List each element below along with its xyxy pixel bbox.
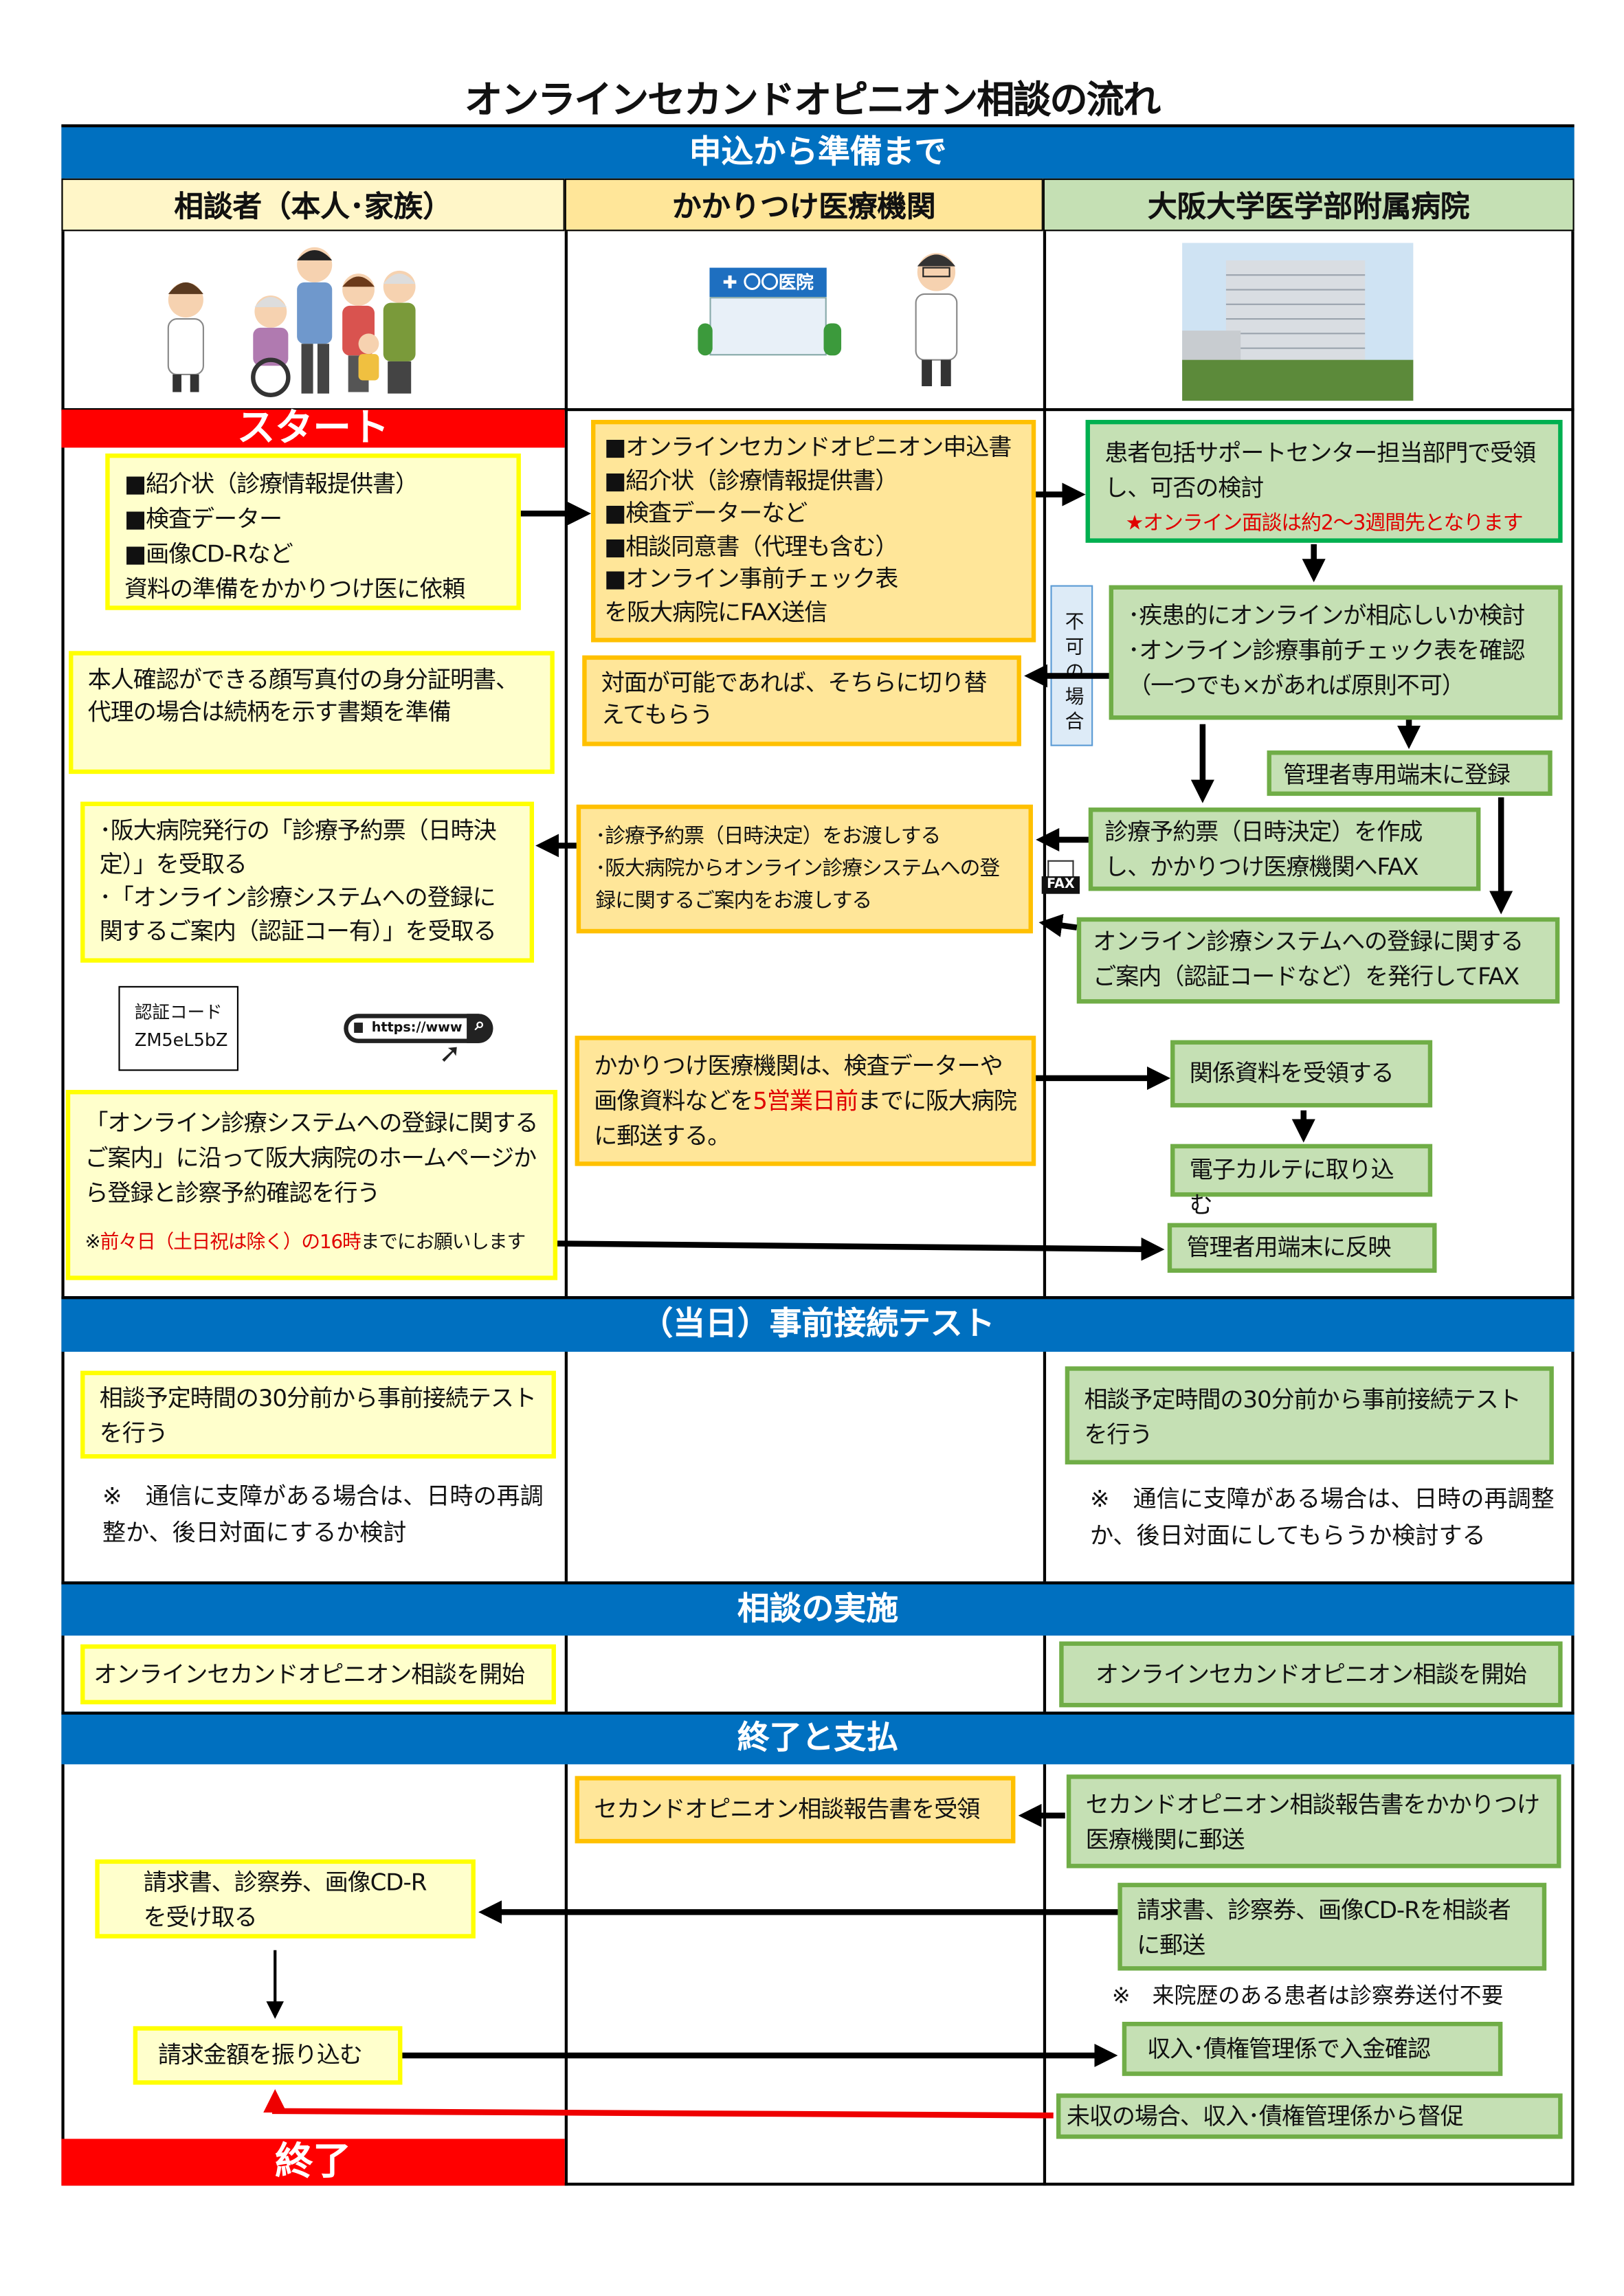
deadline-note: ※前々日（土日祝は除く）の16時までにお願いします: [85, 1226, 538, 1261]
consultee-receive-box: ･阪大病院発行の「診療予約票（日時決定）」を受取る･「オンライン診療システムへの…: [80, 801, 535, 963]
family-illustration: [167, 247, 416, 397]
section-header-finish: 終了と支払: [61, 1711, 1575, 1765]
wheelchair-elder-icon: [251, 296, 291, 397]
clinic-mail-data-box: かかりつけ医療機関は、検査データーや画像資料などを5営業日前までに阪大病院に郵送…: [575, 1036, 1036, 1166]
cursor-icon: ➚: [438, 1038, 461, 1070]
clinic-building-icon: [709, 297, 827, 356]
clinic-illustration: ✚ 〇〇医院: [698, 267, 842, 361]
box-line: ■紹介状（診療情報提供書）: [604, 466, 898, 494]
hospital-receive-box: 患者包括サポートセンター担当部門で受領し、可否の検討 ★オンライン面談は約2〜3…: [1085, 419, 1563, 543]
invoice-mail-box: 請求書、診察券、画像CD-Rを相談者に郵送: [1117, 1882, 1547, 1971]
reservation-fax-box: 診療予約票（日時決定）を作成し、かかりつけ医療機関へFAX: [1088, 807, 1481, 891]
page-title: オンラインセカンドオピニオン相談の流れ: [464, 78, 1161, 123]
box-line: 資料の準備をかかりつけ医に依頼: [124, 575, 465, 603]
box-text: 患者包括サポートセンター担当部門で受領し、可否の検討: [1104, 438, 1536, 502]
section-header-test: （当日）事前接続テスト: [61, 1296, 1575, 1352]
hospital-test-note: ※ 通信に支障がある場合は、日時の再調整か、後日対面にしてもらうか検討する: [1089, 1484, 1555, 1550]
dunning-box: 未収の場合、収入･債権管理係から督促: [1056, 2093, 1563, 2139]
url-text: https://www: [371, 1021, 463, 1036]
note-suffix: までにお願いします: [360, 1231, 526, 1254]
box-line: ■オンライン事前チェック表: [604, 564, 898, 593]
payment-confirm-box: 収入･債権管理係で入金確認: [1122, 2022, 1503, 2076]
ekarte-import-box: 電子カルテに取り込む: [1170, 1144, 1433, 1218]
box-line: ･阪大病院からオンライン診療システムへの登録に関するご案内をお渡しする: [595, 857, 1000, 913]
invoice-receive-box: 請求書、診察券、画像CD-Rを受け取る: [95, 1859, 476, 1939]
end-label: 終了: [61, 2139, 565, 2186]
box-line: ■紹介状（診療情報提供書）: [124, 469, 419, 498]
box-line: ･「オンライン診療システムへの登録に関するご案内（認証コー有）」を受取る: [99, 883, 497, 946]
box-line: ･診療予約票（日時決定）をお渡しする: [595, 825, 941, 849]
schedule-note: ★オンライン面談は約2〜3週間先となります: [1125, 512, 1524, 536]
box-line: ･オンライン診療事前チェック表を確認: [1128, 636, 1525, 665]
box-line: （一つでも×があれば原則不可）: [1128, 671, 1465, 700]
receive-materials-box: 関係資料を受領する: [1170, 1040, 1433, 1108]
box-line: を阪大病院にFAX送信: [604, 597, 827, 626]
hospital-start-box: オンラインセカンドオピニオン相談を開始: [1059, 1641, 1563, 1708]
consultee-materials-box: ■紹介状（診療情報提供書） ■検査データー ■画像CD-Rなど資料の準備をかかりつけ…: [105, 453, 521, 610]
text: かかりつけ医療機関は、検査データーや画像資料などを: [594, 1051, 1003, 1115]
section-header-consult: 相談の実施: [61, 1581, 1575, 1636]
tree-icon: [698, 323, 713, 356]
box-line: ■画像CD-Rなど: [124, 539, 293, 568]
box-line: ･阪大病院発行の「診療予約票（日時決定）」を受取る: [99, 816, 497, 878]
url-bar-icon: https://www ⌕: [344, 1014, 493, 1043]
tree-icon: [823, 323, 842, 356]
admin-terminal-reflect-box: 管理者用端末に反映: [1167, 1223, 1437, 1273]
column-header-hospital: 大阪大学医学部附属病院: [1043, 178, 1575, 232]
box-line: ･疾患的にオンラインが相応しいか検討: [1128, 601, 1525, 629]
doctor-illustration: [915, 253, 958, 387]
section-header-prep: 申込から準備まで: [61, 124, 1575, 179]
doctor-icon: [167, 282, 204, 392]
clinic-handover-box: ･診療予約票（日時決定）をお渡しする ･阪大病院からオンライン診療システムへの登録…: [576, 804, 1033, 934]
consultee-start-box: オンラインセカンドオピニオン相談を開始: [80, 1644, 556, 1705]
deadline-highlight: 前々日（土日祝は除く）の16時: [100, 1231, 361, 1254]
switch-to-inperson-box: 対面が可能であれば、そちらに切り替えてもらう: [582, 655, 1021, 746]
admin-terminal-register-box: 管理者専用端末に登録: [1267, 750, 1553, 796]
start-label: スタート: [61, 410, 565, 448]
homepage-register-box: 「オンライン診療システムへの登録に関するご案内」に沿って阪大病院のホームページか…: [65, 1089, 558, 1280]
report-mail-box: セカンドオピニオン相談報告書をかかりつけ医療機関に郵送: [1066, 1774, 1561, 1869]
text: までに阪大病院に郵送する。: [594, 1086, 1017, 1150]
card-note: ※ 来院歴のある患者は診察券送付不要: [1111, 1982, 1504, 2009]
auth-code-card: 認証コード ZM5eL5bZ: [118, 985, 238, 1071]
auth-code-label: 認証コード: [134, 1002, 223, 1023]
consultee-test-note: ※ 通信に支障がある場合は、日時の再調整か、後日対面にするか検討: [102, 1482, 544, 1547]
column-divider: [1043, 231, 1046, 2186]
box-text: 「オンライン診療システムへの登録に関するご案内」に沿って阪大病院のホームページか…: [85, 1108, 538, 1207]
box-line: ■検査データーなど: [604, 498, 808, 527]
deadline-highlight: 5営業日前: [753, 1086, 858, 1115]
hospital-photo: [1182, 243, 1414, 401]
lock-icon: [354, 1023, 363, 1033]
row-divider: [61, 408, 1575, 411]
box-line: ■検査データー: [124, 504, 282, 533]
clinic-fax-documents-box: ■オンラインセカンドオピニオン申込書 ■紹介状（診療情報提供書） ■検査データーなど…: [591, 419, 1036, 643]
consultee-test-box: 相談予定時間の30分前から事前接続テストを行う: [80, 1370, 556, 1459]
search-icon: ⌕: [467, 1014, 493, 1043]
auth-code-value: ZM5eL5bZ: [134, 1029, 228, 1051]
column-header-consultee: 相談者（本人･家族）: [61, 178, 565, 232]
column-header-clinic: かかりつけ医療機関: [564, 178, 1043, 232]
report-receive-box: セカンドオピニオン相談報告書を受領: [575, 1776, 1016, 1844]
box-line: ■相談同意書（代理も含む）: [604, 531, 898, 560]
fax-label: FAX: [1041, 876, 1080, 894]
id-document-box: 本人確認ができる顔写真付の身分証明書、代理の場合は続柄を示す書類を準備: [69, 651, 555, 774]
hospital-check-box: ･疾患的にオンラインが相応しいか検討 ･オンライン診療事前チェック表を確認 （一つで…: [1109, 585, 1563, 720]
note-prefix: ※: [85, 1231, 100, 1254]
hospital-test-box: 相談予定時間の30分前から事前接続テストを行う: [1065, 1366, 1554, 1464]
box-line: ■オンラインセカンドオピニオン申込書: [604, 433, 1012, 461]
column-divider: [564, 231, 567, 2186]
registration-guide-fax-box: オンライン診療システムへの登録に関するご案内（認証コードなど）を発行してFAX: [1076, 917, 1560, 1004]
fax-icon: FAX: [1041, 860, 1080, 895]
clinic-sign: ✚ 〇〇医院: [709, 267, 827, 298]
payment-box: 請求金額を振り込む: [133, 2026, 403, 2085]
family-members-icon: [297, 247, 416, 394]
not-possible-label: 不可の場合: [1050, 585, 1093, 746]
